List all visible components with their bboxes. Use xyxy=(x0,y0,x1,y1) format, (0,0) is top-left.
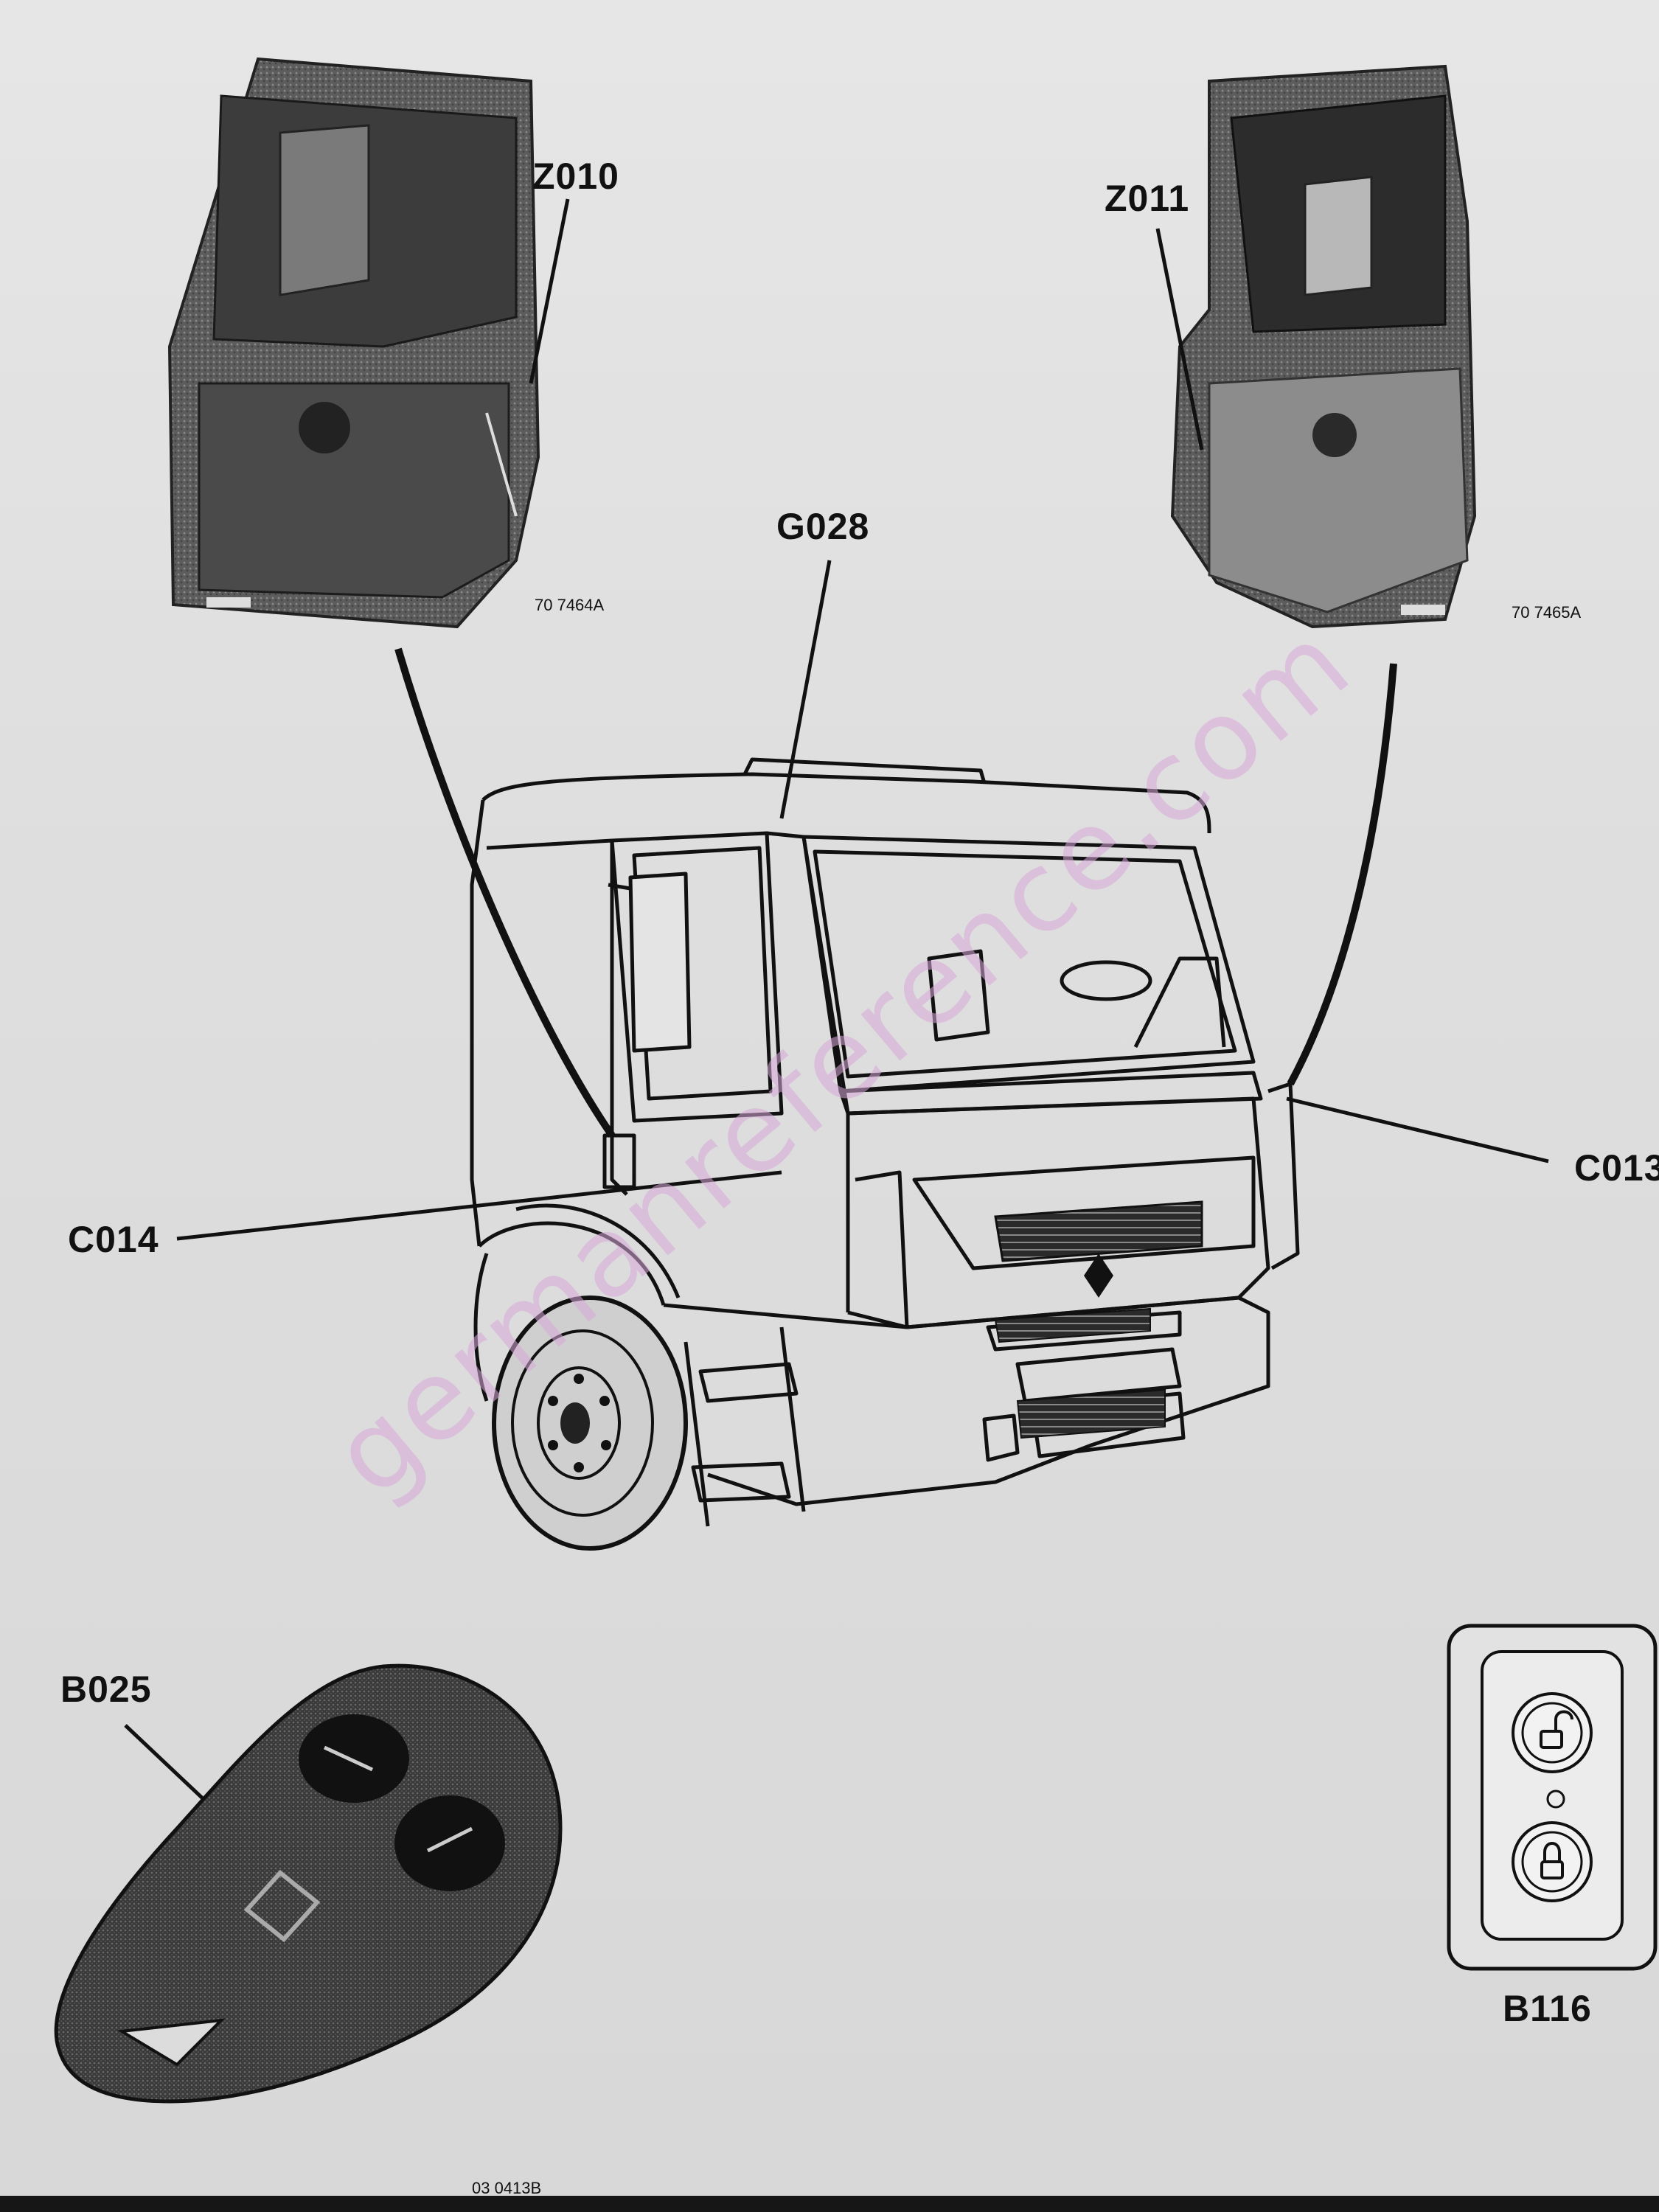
figure-ref-key-fob: 03 0413B xyxy=(472,2179,542,2197)
callout-z011: Z011 xyxy=(1105,178,1190,219)
figure-ref-left-door: 70 7464A xyxy=(535,596,605,614)
figure-ref-right-door: 70 7465A xyxy=(1512,603,1582,622)
callout-c013: C013 xyxy=(1574,1147,1659,1189)
key-fob xyxy=(54,1663,563,2104)
lock-icon xyxy=(1540,1842,1564,1879)
callout-c014: C014 xyxy=(68,1219,159,1260)
right-door-view xyxy=(1170,64,1477,629)
callout-g028: G028 xyxy=(776,506,870,547)
bottom-edge xyxy=(0,2196,1659,2212)
unlock-icon xyxy=(1540,1710,1573,1749)
callout-z010: Z010 xyxy=(532,156,619,197)
truck-wheel xyxy=(492,1295,688,1551)
callout-b025: B025 xyxy=(60,1669,152,1710)
callout-b116: B116 xyxy=(1503,1988,1592,2029)
remote-control-b116 xyxy=(1447,1624,1658,1971)
left-door-view xyxy=(167,57,540,629)
truck-cab xyxy=(470,757,1300,1527)
